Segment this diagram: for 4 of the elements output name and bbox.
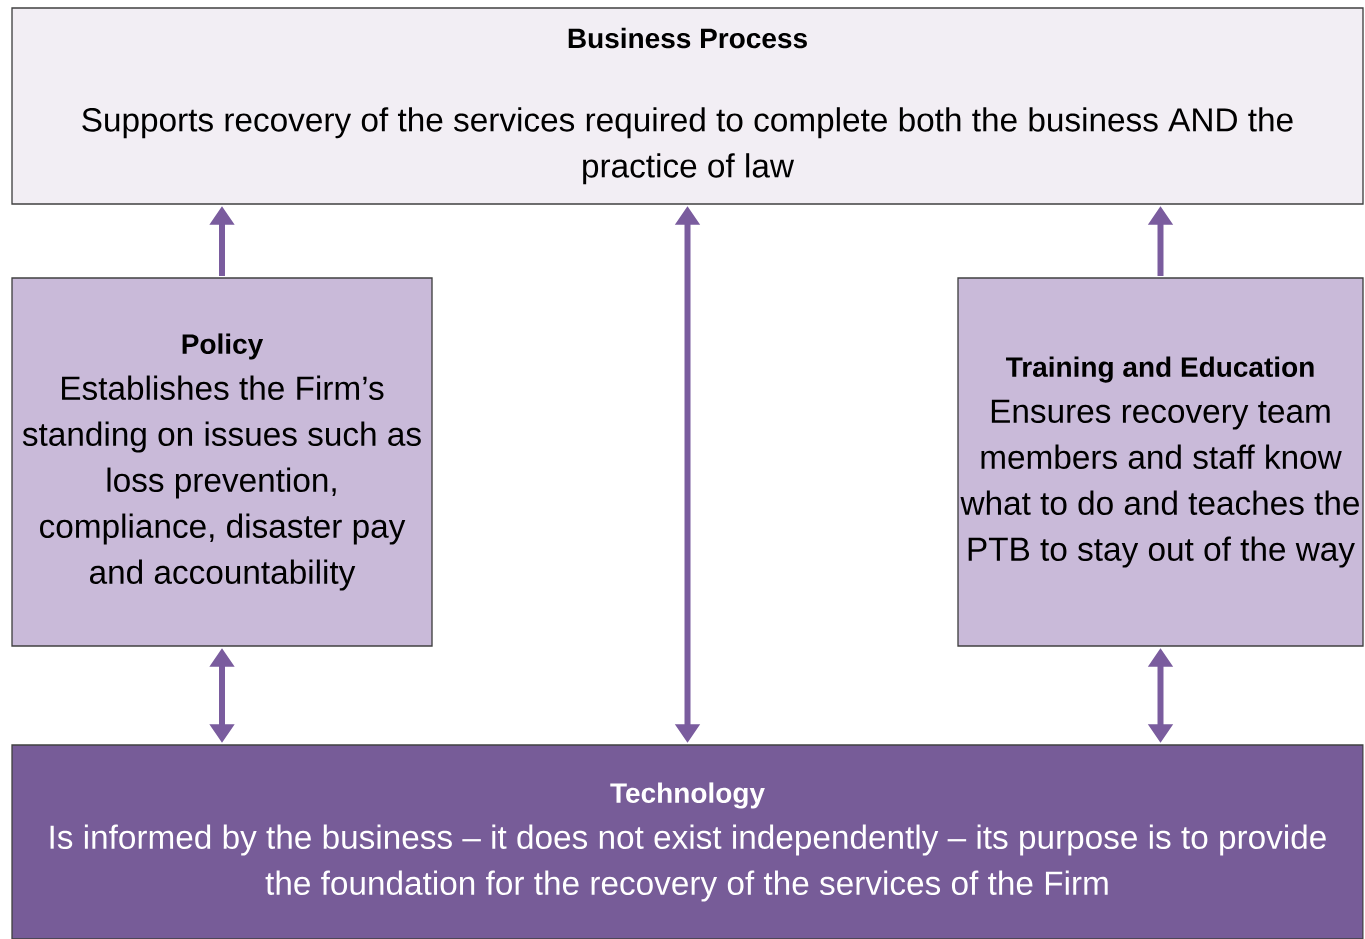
- text-box: Policy Establishes the Firm’s standing on issues such as loss prevention, compliance, disaster pay and accountability: [11, 277, 433, 647]
- text-box: Technology Is informed by the business – it does not exist independently – its purpose is to provide the foundation for the recovery of the services of the Firm: [11, 744, 1364, 939]
- text-box: Business Process Supports recovery of the services required to complete both the business AND the practice of law: [11, 7, 1364, 205]
- text-box: Training and Education Ensures recovery team members and staff know what to do and teaches the PTB to stay out of the way: [957, 277, 1364, 647]
